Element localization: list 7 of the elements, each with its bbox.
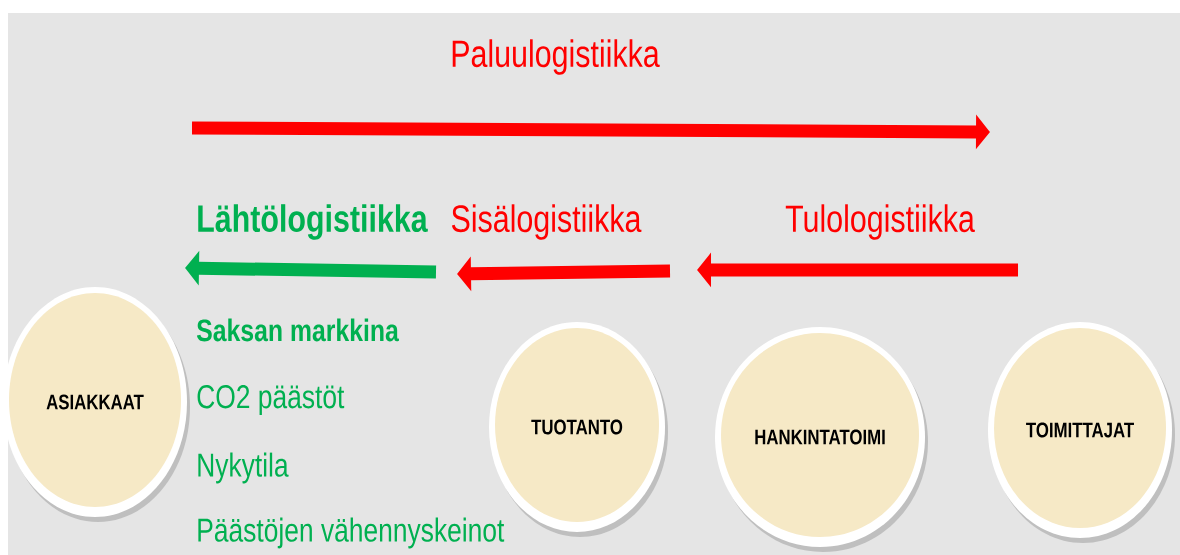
heading-text: Paluulogistiikka (452, 39, 660, 75)
circle-node: TOIMITTAJAT (988, 322, 1175, 543)
heading-text: Sisälogistiikka (451, 204, 642, 240)
heading-text: Lähtölogistiikka (198, 204, 428, 240)
circle-node: ASIAKKAAT (3, 287, 190, 522)
circle-node: HANKINTATOIMI (715, 327, 928, 552)
heading-text: Tulologistiikka (785, 204, 975, 240)
